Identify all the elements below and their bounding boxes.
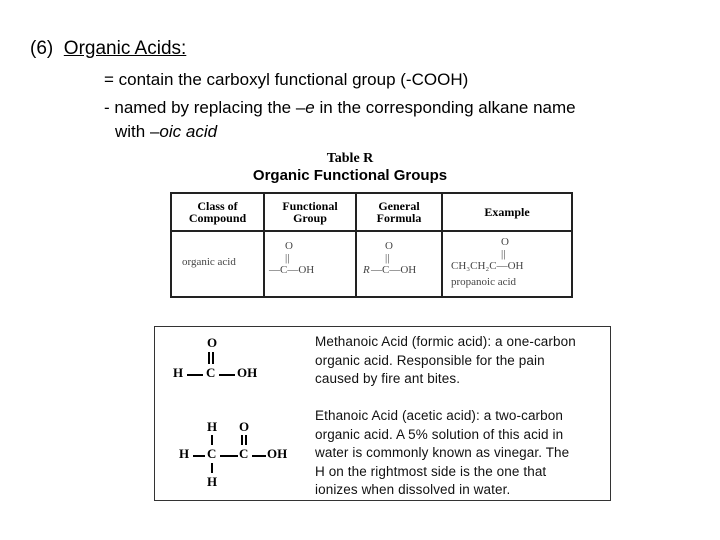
single-bond bbox=[219, 374, 235, 376]
single-bond bbox=[211, 435, 213, 445]
propanoic-acid-structure: O || CH₃CH₂C—OH propanoic acid bbox=[451, 236, 524, 288]
section-title: (6) Organic Acids: bbox=[30, 38, 186, 60]
header-example: Example bbox=[441, 194, 571, 232]
carboxyl-group-structure: O || —C—OH bbox=[269, 240, 315, 276]
naming-rule-line: - named by replacing the –e in the corre… bbox=[104, 98, 576, 117]
single-bond bbox=[187, 374, 203, 376]
example-name: propanoic acid bbox=[451, 276, 517, 288]
cell-group: O || —C—OH bbox=[263, 231, 356, 296]
table-row: organic acid O || —C—OH O || R —C—OH bbox=[172, 231, 571, 296]
ethanoic-acid-description: Ethanoic Acid (acetic acid): a two-carbo… bbox=[315, 408, 570, 497]
cell-formula: O || R —C—OH bbox=[355, 231, 442, 296]
single-bond bbox=[193, 455, 205, 457]
double-bond bbox=[212, 352, 214, 364]
definition-line: = contain the carboxyl functional group … bbox=[104, 70, 469, 89]
section-number: (6) bbox=[30, 38, 54, 59]
double-bond bbox=[208, 352, 210, 364]
double-bond bbox=[245, 435, 247, 445]
double-bond bbox=[241, 435, 243, 445]
single-bond bbox=[211, 463, 213, 473]
cell-class: organic acid bbox=[182, 256, 236, 268]
reference-table-caption: Table R Organic Functional Groups bbox=[170, 150, 530, 184]
methanoic-acid-description: Methanoic Acid (formic acid): a one-carb… bbox=[315, 334, 576, 386]
single-bond bbox=[252, 455, 266, 457]
table-number: Table R bbox=[326, 151, 374, 166]
naming-rule-continuation: with –oic acid bbox=[115, 122, 218, 141]
general-formula-structure: O || R —C—OH bbox=[363, 240, 417, 276]
section-heading: Organic Acids: bbox=[63, 38, 187, 59]
table-subtitle: Organic Functional Groups bbox=[252, 167, 448, 184]
acid-examples-box: O H C OH Methanoic Acid (formic acid): a… bbox=[154, 326, 611, 501]
single-bond bbox=[220, 455, 238, 457]
cell-example: O || CH₃CH₂C—OH propanoic acid bbox=[441, 231, 571, 296]
